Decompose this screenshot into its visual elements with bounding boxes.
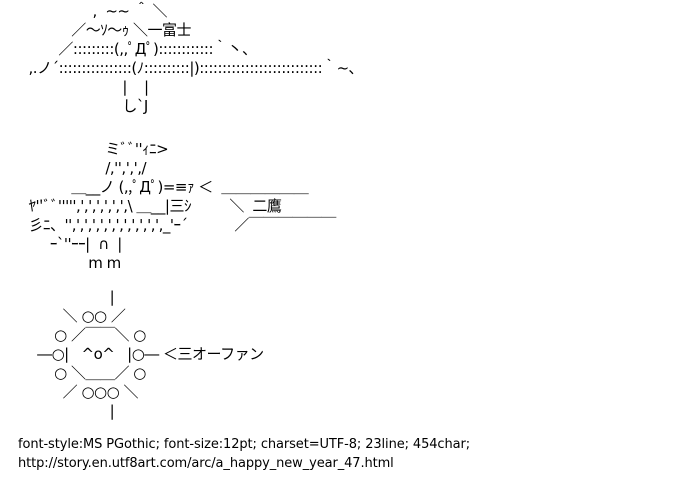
footer-font-info: font-style:MS PGothic; font-size:12pt; c… bbox=[18, 437, 471, 452]
fuji-art-text: , ~~ ＾ ＼ ／～ｿ～ｩ ＼一富士 ／:::::::::(,,ﾟДﾟ):::… bbox=[28, 2, 357, 115]
nasu-art-text: | ＼ ○○ ／ ○ ／￣￣＼ ○ ―○| ^o^ |○― ＜三オーファン ○ … bbox=[37, 288, 264, 420]
taka-art-text: ミﾞﾞ''ｨﾆ> /,'',',',/ ＿__ノ (,,ﾟДﾟ)=≡ｧ ＜ ＿＿… bbox=[28, 140, 337, 272]
footer-source-url[interactable]: http://story.en.utf8art.com/arc/a_happy_… bbox=[18, 456, 394, 471]
